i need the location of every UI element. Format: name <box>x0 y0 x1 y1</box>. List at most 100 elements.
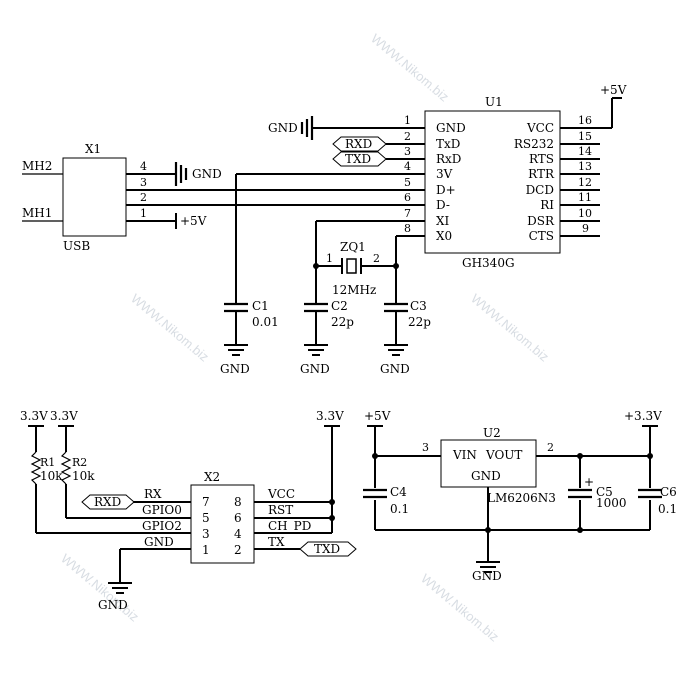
c5-plus-icon: + <box>584 475 594 489</box>
x1-pin-number: 3 <box>140 176 147 189</box>
x1-part-label: USB <box>63 239 90 253</box>
x2-pin-number: 7 <box>202 495 210 509</box>
x1-pin-number: 4 <box>140 160 147 173</box>
u1-pin-number: 10 <box>578 207 592 220</box>
u1-rxd-tag-label: RXD <box>345 137 372 151</box>
r2-resistor: 3.3V R2 10k <box>50 409 95 518</box>
c4-capacitor: C4 0.1 <box>362 485 409 516</box>
u1-pin-number: 16 <box>578 114 592 127</box>
x2-gnd-label: GND <box>98 598 128 612</box>
u1-pin-number: 2 <box>404 130 411 143</box>
zq1-value: 12MHz <box>332 283 376 297</box>
c1-ref: C1 <box>252 299 269 313</box>
u2-in-rail-label: +5V <box>364 409 391 423</box>
watermark-text: WWW.Nikom.biz <box>368 31 452 105</box>
u2-vout-label: VOUT <box>485 448 522 462</box>
c6-value: 0.1 <box>658 502 677 516</box>
u1-pin-number: 3 <box>404 145 411 158</box>
u1-ground-symbol: GND <box>268 116 396 140</box>
x2-rxd-tag: RXD <box>81 494 135 510</box>
x1-usb-connector: X1 USB MH2 MH1 4 3 2 1 GND +5V <box>22 142 222 253</box>
u1-txd-tag: TXD <box>332 151 396 167</box>
x2-rxd-tag-label: RXD <box>94 495 121 509</box>
x1-pin-number: 1 <box>140 207 147 220</box>
c6-ref: C6 <box>660 485 677 499</box>
x1-mh2-label: MH2 <box>22 159 52 173</box>
u1-pin-name: RTR <box>528 167 555 181</box>
u1-rxd-tag: RXD <box>332 136 396 152</box>
u1-pin-name: RS232 <box>514 137 554 151</box>
c2-ref: C2 <box>331 299 348 313</box>
c1-value: 0.01 <box>252 315 279 329</box>
u1-pin-name: XI <box>436 214 450 228</box>
u2-pin-out: 2 <box>547 441 554 454</box>
u1-body <box>424 110 561 254</box>
u1-pin-name: RTS <box>529 152 554 166</box>
u2-part-label: LM6206N3 <box>487 491 556 505</box>
watermark-text: WWW.Nikom.biz <box>58 551 142 625</box>
x2-txd-tag-label: TXD <box>314 542 340 556</box>
r1-ref: R1 <box>40 456 55 469</box>
c3-ref: C3 <box>410 299 427 313</box>
u1-pin-number: 15 <box>578 130 592 143</box>
c2-capacitor: C2 22p GND <box>300 299 354 376</box>
x2-body <box>190 484 255 564</box>
u1-pin-number: 1 <box>404 114 411 127</box>
r1-resistor: 3.3V R1 10k <box>20 409 63 533</box>
x2-pin-number: 4 <box>234 527 242 541</box>
c3-value: 22p <box>408 315 431 329</box>
u2-body <box>440 439 537 488</box>
u1-pin-number: 4 <box>404 160 411 173</box>
u1-pin-number: 9 <box>582 222 589 235</box>
c1-gnd-label: GND <box>220 362 250 376</box>
u1-chip: U1 GH340G 1 2 3 4 5 6 7 8 GND TxD RxD 3V <box>126 95 612 270</box>
watermark-text: WWW.Nikom.biz <box>468 291 552 365</box>
u1-pin-name: DSR <box>527 214 555 228</box>
x2-pin-name: RST <box>268 503 293 517</box>
u2-pin-in: 3 <box>422 441 429 454</box>
u1-pin-name: TxD <box>436 137 460 151</box>
u1-pin-name: X0 <box>436 229 452 243</box>
u1-gnd-label: GND <box>268 121 298 135</box>
x1-mh1-label: MH1 <box>22 206 52 220</box>
x2-pin-number: 5 <box>202 511 210 525</box>
x2-pin-name: RX <box>144 487 162 501</box>
c6-capacitor: C6 0.1 <box>636 485 677 516</box>
c5-capacitor: + C5 1000 <box>566 456 627 530</box>
c5-value: 1000 <box>596 496 627 510</box>
u1-pin-name: GND <box>436 121 466 135</box>
x2-pin-name: TX <box>268 535 285 549</box>
u2-out-rail-label: +3.3V <box>624 409 662 423</box>
x2-pin-number: 2 <box>234 543 242 557</box>
u1-ref: U1 <box>485 95 503 109</box>
x2-txd-tag: TXD <box>299 541 357 557</box>
x2-ref: X2 <box>204 470 220 484</box>
u1-pin-number: 5 <box>404 176 411 189</box>
x1-pin-number: 2 <box>140 191 147 204</box>
u1-pin-number: 13 <box>578 160 592 173</box>
x2-pin-name: GPIO2 <box>142 519 182 533</box>
c2-value: 22p <box>331 315 354 329</box>
zq1-crystal: ZQ1 1 2 12MHz <box>313 221 399 304</box>
u1-pin-name: CTS <box>529 229 554 243</box>
x1-body <box>62 157 127 237</box>
x1-gnd-label: GND <box>192 167 222 181</box>
c4-ref: C4 <box>390 485 407 499</box>
zq1-pin1: 1 <box>326 252 333 265</box>
u1-pin-number: 12 <box>578 176 592 189</box>
u1-vcc-net: +5V <box>600 83 627 128</box>
u1-pin-number: 7 <box>404 207 411 220</box>
r2-value: 10k <box>72 469 95 483</box>
u1-pin-number: 14 <box>578 145 592 158</box>
watermark-text: WWW.Nikom.biz <box>128 291 212 365</box>
x2-vcc-label: 3.3V <box>316 409 344 423</box>
u2-ref: U2 <box>483 426 501 440</box>
c1-capacitor: C1 0.01 GND <box>220 174 279 376</box>
u1-pin-name: RxD <box>436 152 461 166</box>
u1-pin-number: 8 <box>404 222 411 235</box>
x2-pin-name: CH_PD <box>268 519 311 533</box>
x2-pin-name: GND <box>144 535 174 549</box>
u1-pin-name: VCC <box>526 121 554 135</box>
r1-rail-label: 3.3V <box>20 409 48 423</box>
